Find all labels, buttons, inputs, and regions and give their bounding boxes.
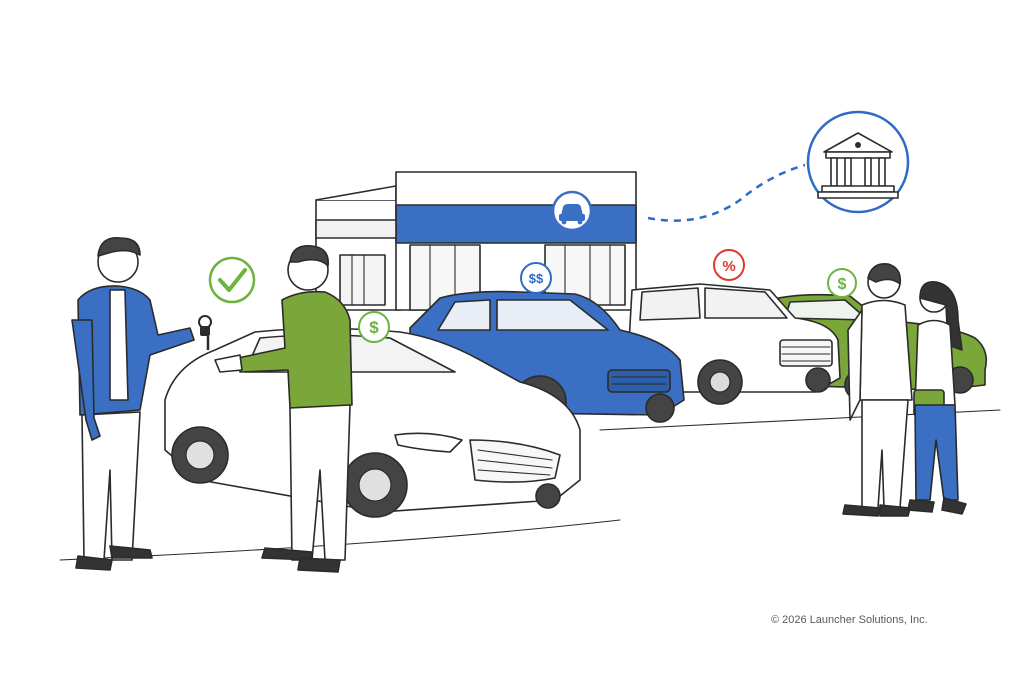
discount-badge-truck-glyph: % [722,258,735,275]
dashed-connection-line [647,163,806,222]
approval-checkmark-icon [208,256,256,304]
buyer-figure [214,245,353,573]
man-customer-figure [842,262,913,517]
building-windows [339,244,626,311]
discount-badge-truck: % [713,249,745,281]
dealership-building [315,171,637,311]
car-key-icon [198,315,212,350]
woman-customer-figure [907,281,967,515]
price-badge-sedan-glyph: $ [369,318,379,337]
price-badge-suv-glyph: $$ [529,271,544,286]
price-badge-green-car-glyph: $ [838,276,847,293]
building-blue-band [395,204,637,244]
copyright-text: © 2026 Launcher Solutions, Inc. [771,614,928,626]
price-badge-suv: $$ [520,262,552,294]
car-sign-icon [551,190,593,232]
price-badge-sedan: $ [358,311,390,343]
bank-icon [806,110,910,214]
salesman-figure [71,237,212,571]
price-badge-green-car: $ [827,268,857,298]
